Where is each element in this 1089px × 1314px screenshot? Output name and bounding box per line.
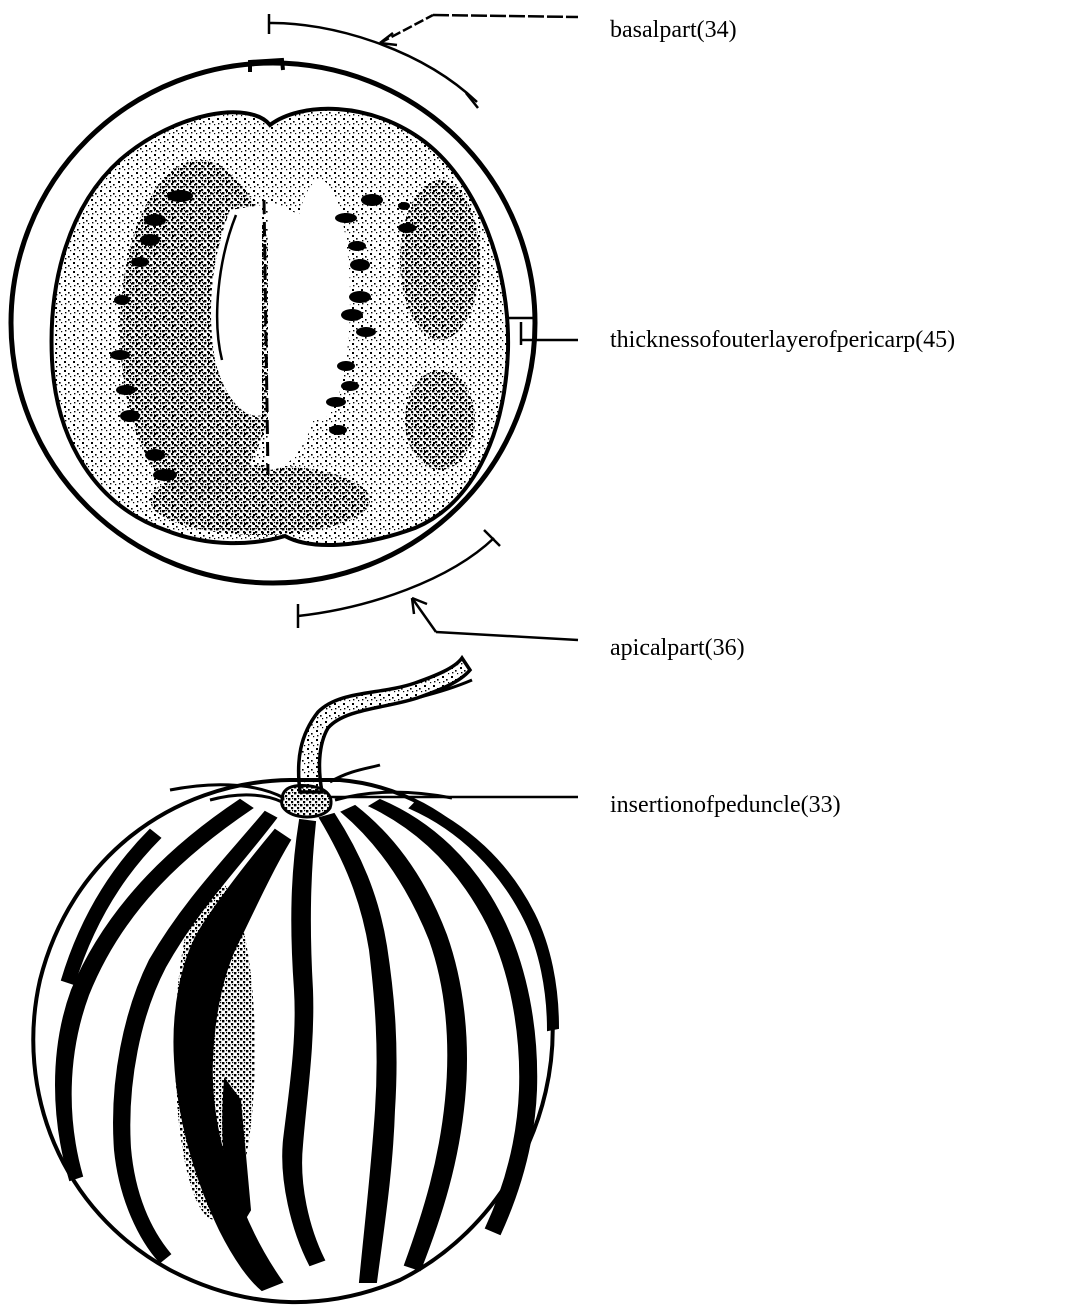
stripe-texture [175, 880, 255, 1220]
peduncle-stem [299, 658, 470, 792]
label-pericarp-thickness: thicknessofouterlayerofpericarp(45) [610, 328, 955, 352]
basal-part-indicator [269, 14, 578, 108]
label-peduncle-insertion: insertionofpeduncle(33) [610, 793, 841, 817]
label-basal-part: basalpart(34) [610, 18, 737, 42]
whole-fruit [33, 658, 558, 1302]
label-apical-part: apicalpart(36) [610, 636, 745, 660]
fruit-cross-section [11, 60, 535, 583]
peduncle-insertion [282, 786, 331, 817]
thickness-indicator [507, 318, 578, 345]
